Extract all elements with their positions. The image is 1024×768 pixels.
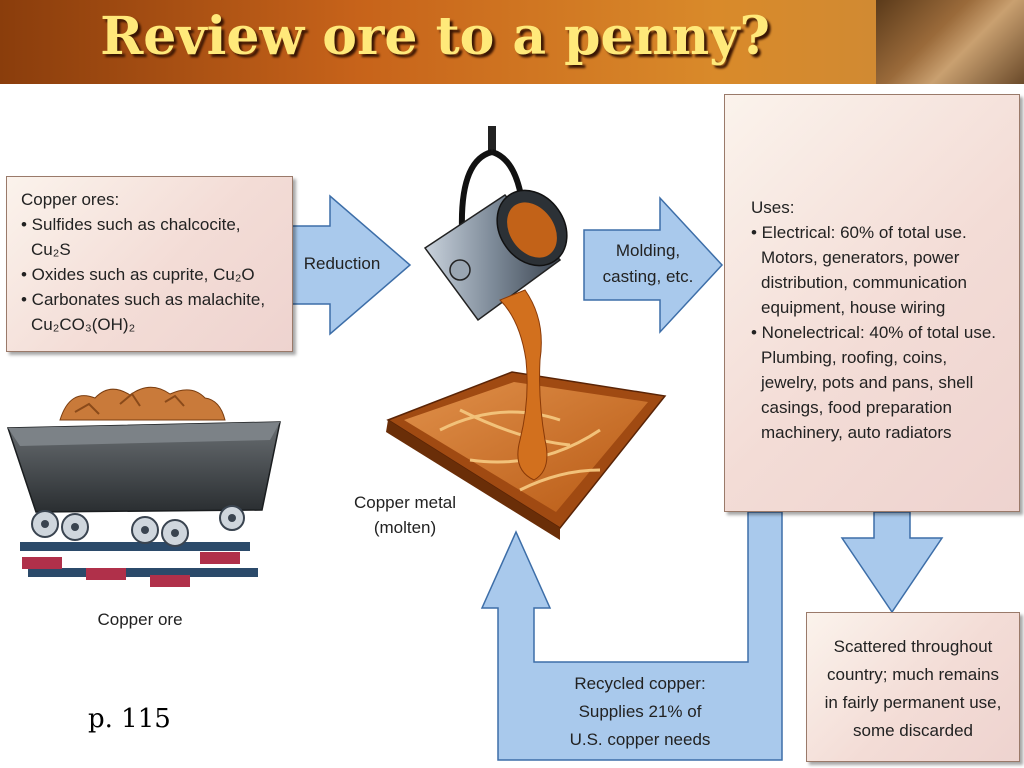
scattered-box: Scattered throughout country; much remai… — [806, 612, 1020, 762]
scattered-line4: some discarded — [852, 721, 973, 740]
title-bar: Review ore to a penny? — [0, 0, 1024, 84]
uses-item-nonelectrical: • Nonelectrical: 40% of total use. Plumb… — [751, 323, 997, 442]
ores-list: • Sulfides such as chalcocite, Cu₂S • Ox… — [21, 212, 282, 337]
uses-item-electrical: • Electrical: 60% of total use. Motors, … — [751, 223, 967, 317]
molding-label: Molding, casting, etc. — [588, 238, 708, 290]
copper-metal-line1: Copper metal — [353, 493, 457, 512]
ore-item: • Carbonates such as malachite, Cu₂CO₃(O… — [21, 290, 266, 334]
recycled-line3: U.S. copper needs — [569, 730, 711, 749]
recycled-line1: Recycled copper: — [574, 674, 706, 693]
reduction-arrow — [291, 194, 412, 336]
molten-stream — [499, 289, 548, 481]
slide-title: Review ore to a penny? — [100, 6, 770, 67]
mine-cart-illustration — [6, 386, 281, 587]
scattered-line1: Scattered throughout — [833, 637, 993, 656]
recycle-arrow — [480, 511, 783, 761]
copper-ores-box: Copper ores: • Sulfides such as chalcoci… — [6, 176, 293, 352]
page-reference: p. 115 — [88, 704, 171, 734]
uses-heading: Uses: — [751, 198, 795, 217]
copper-metal-label: Copper metal (molten) — [330, 490, 480, 540]
copper-ore-label: Copper ore — [97, 610, 183, 629]
molding-label-line1: Molding, — [615, 241, 681, 260]
ore-item: • Sulfides such as chalcocite, Cu₂S — [21, 215, 241, 259]
coins-image — [876, 0, 1024, 84]
molding-label-line2: casting, etc. — [602, 267, 694, 286]
uses-box: Uses: • Electrical: 60% of total use. Mo… — [724, 94, 1020, 512]
ores-heading: Copper ores: — [21, 190, 120, 209]
uses-list: • Electrical: 60% of total use. Motors, … — [751, 220, 1007, 445]
copper-metal-line2: (molten) — [373, 518, 437, 537]
down-arrow — [840, 511, 944, 614]
reduction-label: Reduction — [303, 254, 381, 273]
recycled-line2: Supplies 21% of — [578, 702, 702, 721]
scattered-line2: country; much remains — [827, 665, 999, 684]
scattered-line3: in fairly permanent use, — [824, 693, 1002, 712]
ore-item: • Oxides such as cuprite, Cu₂O — [21, 265, 255, 284]
recycled-copper-label: Recycled copper: Supplies 21% of U.S. co… — [540, 670, 740, 754]
ladle-illustration — [423, 126, 568, 322]
molding-arrow — [583, 196, 724, 334]
